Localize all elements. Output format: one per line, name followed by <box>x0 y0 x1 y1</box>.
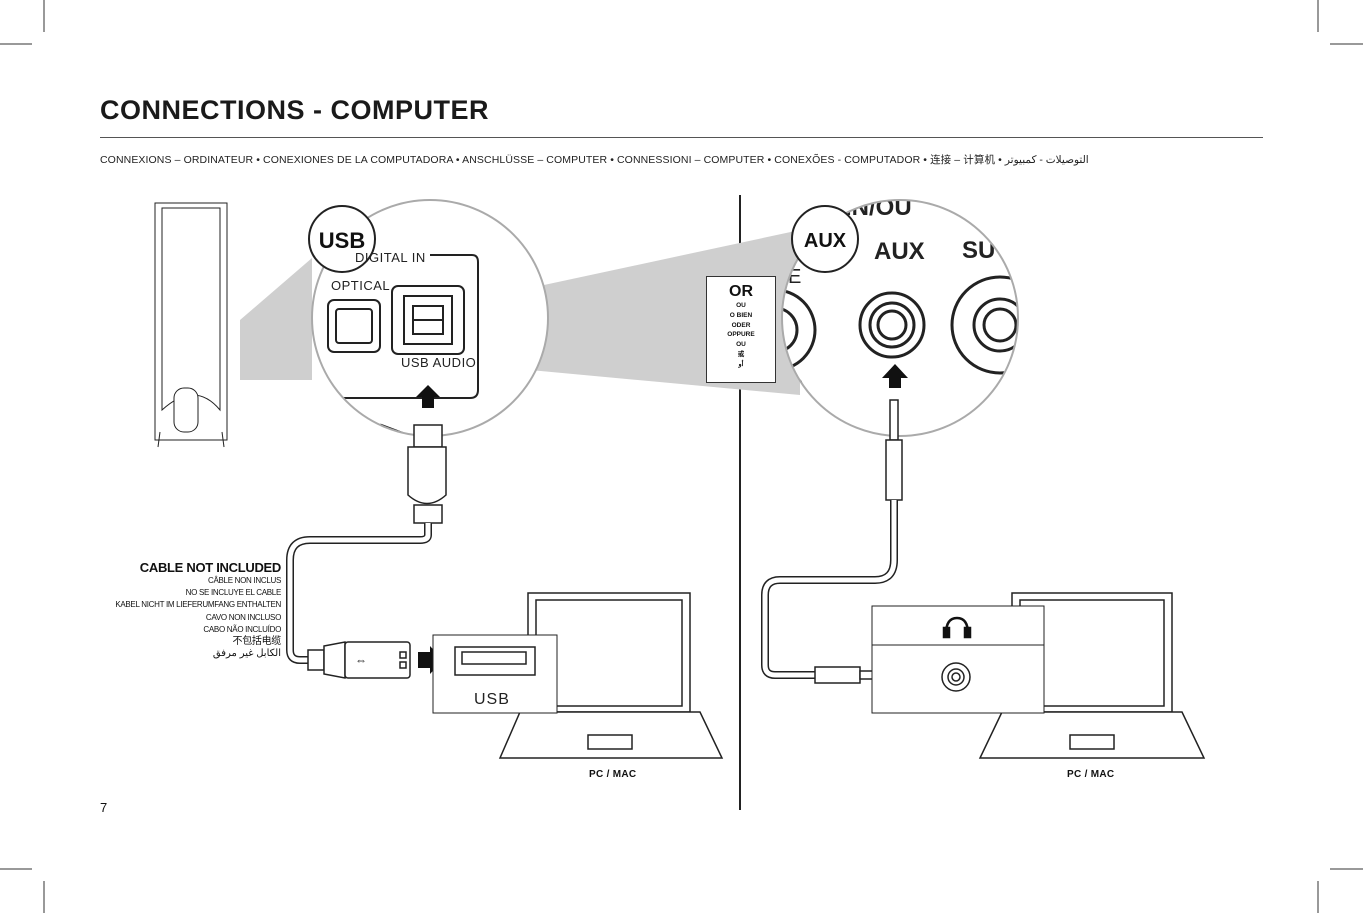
or-line: أو <box>738 360 744 368</box>
zoom-cone-left <box>240 258 312 380</box>
headphone-icon <box>942 616 972 639</box>
cable-note-line: CAVO NON INCLUSO <box>205 612 281 622</box>
cable-not-included-note: CABLE NOT INCLUDED CÂBLE NON INCLUS NO S… <box>81 560 281 660</box>
cable-note-main: CABLE NOT INCLUDED <box>139 560 282 575</box>
pc-mac-label-right: PC / MAC <box>1067 769 1115 780</box>
aux-badge: AUX <box>791 205 859 273</box>
translated-titles: CONNEXIONS – ORDINATEUR • CONEXIONES DE … <box>100 152 1089 167</box>
cable-note-line: الكابل غير مرفق <box>212 648 281 660</box>
optical-label: OPTICAL <box>331 278 390 293</box>
or-line: ODER <box>731 321 751 329</box>
or-main: OR <box>729 283 753 300</box>
cable-note-line: NO SE INCLUYE EL CABLE <box>185 588 282 598</box>
subtitle-latin: CONNEXIONS – ORDINATEUR • CONEXIONES DE … <box>100 154 1002 166</box>
pc-mac-label-left: PC / MAC <box>589 769 637 780</box>
laptop-usb-arrow <box>418 646 443 674</box>
speaker-tower-illustration <box>154 202 228 448</box>
subtitle-arabic: التوصيلات - كمبيوتر <box>1004 154 1089 166</box>
title-rule <box>100 137 1263 138</box>
usb-badge-label: USB <box>319 228 365 253</box>
laptop-left-illustration <box>432 592 724 759</box>
aux-port-label: AUX <box>874 238 925 265</box>
laptop-usb-label: USB <box>474 691 510 708</box>
cable-note-line: KABEL NICHT IM LIEFERUMFANG ENTHALTEN <box>115 600 281 610</box>
or-line: OPPURE <box>727 331 755 339</box>
cable-note-line: 不包括电缆 <box>232 636 282 648</box>
or-line: 或 <box>737 350 745 358</box>
aux-plug-top <box>885 399 903 501</box>
page-title: CONNECTIONS - COMPUTER <box>100 95 489 125</box>
or-line: OU <box>736 302 746 309</box>
page-number: 7 <box>100 800 108 815</box>
laptop-right-illustration <box>871 592 1206 759</box>
or-line: OU <box>736 341 746 349</box>
usb-badge: USB <box>308 205 376 273</box>
or-line: O BIEN <box>729 311 753 319</box>
or-box: OR OU O BIEN ODER OPPURE OU 或 أو <box>706 276 776 383</box>
usb-b-plug <box>407 424 447 524</box>
usb-port-arrow <box>416 385 440 408</box>
aux-port-arrow <box>882 364 908 388</box>
partial-label-top: IN/OU <box>845 194 912 221</box>
usb-symbol-icon: ⇔ <box>355 653 367 667</box>
digital-in-label: DIGITAL IN <box>355 250 426 265</box>
usb-cable <box>286 523 432 664</box>
usb-audio-label: USB AUDIO <box>401 355 476 370</box>
aux-badge-label: AUX <box>804 230 847 252</box>
cable-note-line: CÂBLE NON INCLUS <box>208 576 281 585</box>
usb-a-plug <box>307 641 411 679</box>
cable-note-line: CABO NÃO INCLUÍDO <box>203 624 281 634</box>
